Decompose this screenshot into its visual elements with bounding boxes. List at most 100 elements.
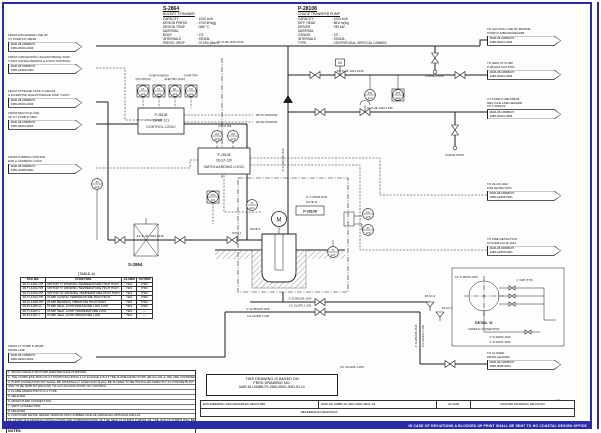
spec-key: DESIGN PRESS. <box>163 21 188 25</box>
equipment-spec-row: PRESS. DROP: 70 kPa (Max.) <box>163 41 263 45</box>
alarm-table-cell: 28-PI-1206-LL <box>20 304 46 310</box>
bubble-caption-4: PUMP TRIP <box>184 75 198 78</box>
safeguarding-logic-label: SAFEGUARDING LOGIC <box>204 165 245 169</box>
connector-caption-line: T-2407 SAFEGUARDING & LOGIC CONTROL <box>8 58 71 63</box>
detail-nib: ¾"-NIB (TYP) <box>516 278 533 282</box>
alarm-table-cell: MOTOR 'V' WINDING TEMPERATURE HIGH HIGH <box>44 286 122 292</box>
drain-funnel-icon <box>435 311 445 321</box>
spec-value: : 780 kW <box>332 25 345 29</box>
note-line: 1. SPOOL PIECE FOR PUMP MAINTENANCE PURP… <box>7 371 195 376</box>
connector-doc-line: 2365-A2365-0001 <box>10 68 34 73</box>
gate-valve-icon <box>524 329 532 335</box>
svg-text:XA: XA <box>189 87 193 91</box>
motor-operated-valve-icon: M <box>334 58 346 80</box>
alarm-table-cell: 28-PI-1207-L <box>20 313 46 319</box>
alarm-table-cell: YES <box>120 313 138 319</box>
pump-note: NOTE 9 <box>250 227 261 231</box>
svg-text:PIT: PIT <box>396 91 401 95</box>
note-line: 2. THE COMPLETE SKID OF CT PUMP INCLUDIN… <box>7 375 195 381</box>
connector-doc-line: 2365-0005-0004 <box>489 364 511 369</box>
control-logic-tag: P-28108 <box>155 113 168 117</box>
spec-value: : SS316L <box>197 37 211 41</box>
instrument-bubbles-layer: XL121YL121EL121XA121UA120XA120PI121PDI12… <box>91 84 405 258</box>
svg-text:LG: LG <box>366 210 371 214</box>
equipment-spec-row: CAPACITY: 1000 m³/h <box>163 17 263 21</box>
bubble-caption-local: LOCAL PNL <box>218 125 232 128</box>
feed-reference-box: THIS DRAWING IS BASED ON FEED DRAWING NO… <box>206 374 338 396</box>
spec-value: : CS <box>197 33 204 37</box>
spec-value: : SS316L <box>332 37 346 41</box>
note-line: 3. PUMP FOUNDATION PIT SHALL BE INTERNAL… <box>7 380 195 386</box>
drain-line-2: 2"-D-281025-1546 <box>247 307 270 311</box>
equipment-spec-row: TYPE: CENTRIFUGAL VERTICAL CANNED <box>298 41 424 45</box>
seal-note: NOTE 11 <box>306 200 318 204</box>
connector-doc-line: MAR-28-1096B-PX <box>10 98 36 103</box>
control-logic-number: 28-UC-121 <box>153 119 170 123</box>
spec-key: INTERNALS <box>163 37 181 41</box>
annunciator-window-1: 28-UC-WINDOW <box>256 113 278 117</box>
detail-main-line: 16"-P-28150-1546 <box>455 275 478 279</box>
spec-key: MATERIAL <box>163 29 179 33</box>
safeguarding-logic-number: 28-UZ-120 <box>216 159 232 163</box>
svg-text:XA: XA <box>231 132 235 136</box>
gate-valve-icon <box>114 235 126 245</box>
line-no-discharge: 24"-P-28-1341-1546 <box>336 69 363 73</box>
detail-line-2: 2"-P-28151-1546 <box>489 340 511 344</box>
svg-text:126: 126 <box>365 231 370 235</box>
annunciator-window-2: 28-GD-WINDOW <box>256 120 278 124</box>
connector-caption-line: TO 24-UZ-1012 <box>487 182 508 186</box>
valves-layer: M <box>114 52 532 369</box>
gate-valve-icon <box>226 235 238 245</box>
spool-note: NOTE 1 <box>232 231 242 235</box>
bucket-strainer-symbol <box>133 218 159 257</box>
spec-key: DRIVER <box>298 25 311 29</box>
ref-cell-size: A3 SIZE <box>437 401 471 408</box>
connector-caption-line: FROM CONCENTRIC HIGH/STORAGE TANK <box>8 55 71 59</box>
connector-caption-line: DRAIN HEADER <box>487 354 510 359</box>
spec-value: : 0/80 °C <box>197 25 210 29</box>
spec-key: BODY <box>163 33 173 37</box>
drain-slope-2: C/L SLOPE 1:200 <box>247 314 270 318</box>
offpage-connector-left-3: FROM STORAGE TANK T-2401/04& DIVERTING H… <box>8 89 96 108</box>
spec-value: : 4700 kPa(g) <box>197 21 217 25</box>
pump-tag-label: P-28108 <box>303 210 317 214</box>
drain-funnel-tag-2: 28-SC-4 <box>442 306 453 310</box>
equipment-spec-row: INTERNALS : SS316L <box>163 37 263 41</box>
connector-doc-line: MAR-28-0096B-PX <box>10 164 36 169</box>
feed-line-1: THIS DRAWING IS BASED ON <box>245 377 299 381</box>
alarm-table-cell: PUMP CASING TEMPERATURE HIGH HIGH <box>44 295 122 301</box>
connector-doc-line: MAR-28-1096B-PX <box>489 70 515 75</box>
reference-drawings-strip: ENGINEERING DELIVERABLES REGISTER MAR-28… <box>200 400 575 417</box>
svg-text:PI: PI <box>367 226 370 230</box>
connector-caption-line: P-28101A SUCTION <box>487 64 515 69</box>
equipment-spec-row: MATERIAL <box>298 29 424 33</box>
bubble-caption-1: VFD STATUS <box>135 78 151 81</box>
connector-caption-line: TO T-2801/02 <box>487 104 506 109</box>
spec-value: : CENTRIFUGAL VERTICAL CANNED <box>332 41 387 45</box>
spec-key: MATERIAL <box>298 29 314 33</box>
note-line: 6. DRAIN PUMP CONNECTION. <box>7 400 195 405</box>
spec-key: CASING <box>298 33 311 37</box>
alarm-table-header: ACTION <box>136 277 154 283</box>
connector-caption-line: CT PUMPS P-2801B <box>8 36 36 41</box>
